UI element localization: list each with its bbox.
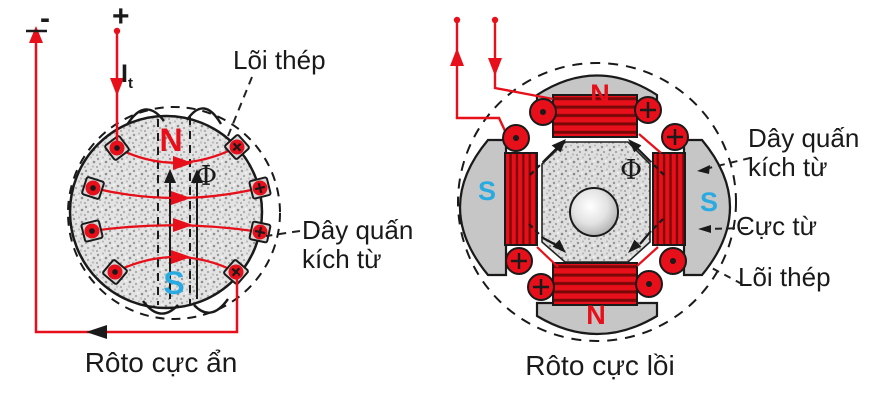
slot-conductors (80, 134, 272, 285)
field-current-label: It (121, 60, 133, 92)
conductor-in-icon (248, 176, 272, 200)
excitation-circuit (26, 26, 239, 339)
current-down-arrow (110, 78, 124, 96)
round-rotor-drawing (26, 26, 301, 339)
conductor-in-icon (505, 247, 533, 275)
conductor-out-icon (502, 124, 530, 152)
minus-terminal-label: - (40, 2, 50, 35)
coil-conductors (502, 96, 689, 301)
leader-lines (704, 157, 751, 285)
plus-terminal-label: + (112, 0, 130, 33)
rotor-core-circle (68, 114, 264, 310)
north-pole-bottom-label: N (586, 300, 606, 330)
pole-shoes (459, 74, 731, 336)
flux-axis-arrows (164, 169, 203, 299)
core-label: Lõi thép (233, 45, 326, 75)
leader-winding-label (265, 230, 301, 237)
pole-shoe-left (459, 138, 508, 277)
airgap-dashed-circle (457, 62, 737, 342)
conductor-out-icon (80, 219, 104, 243)
conductor-out-icon (81, 176, 105, 200)
leader-core-label (707, 265, 743, 285)
conductor-in-icon (527, 273, 555, 301)
pole-label: Cực từ (736, 211, 818, 241)
salient-rotor-caption: Rôto cực lồi (525, 350, 675, 381)
conductor-out-icon (529, 98, 557, 126)
current-left-arrow (86, 325, 107, 339)
pole-shoe-right (682, 138, 731, 277)
leader-arrowheads (697, 165, 711, 233)
coil-right (652, 152, 686, 246)
winding-label: Dây quấn kích từ (748, 124, 859, 182)
round-rotor-caption: Rôto cực ẩn (84, 347, 238, 378)
current-down-arrow (488, 58, 502, 76)
leader-core-label (227, 76, 253, 137)
flux-symbol: Φ (620, 155, 643, 186)
plus-terminal-dot (113, 27, 121, 35)
pole-shoe-bottom (535, 301, 659, 336)
field-coils (504, 94, 686, 306)
south-pole-label: S (163, 265, 185, 301)
conductor-in-icon (634, 96, 662, 124)
core-label: Lõi thép (738, 262, 831, 292)
conductor-out-icon (102, 259, 128, 285)
current-up-arrow (450, 48, 464, 66)
north-pole-label: N (159, 122, 183, 158)
conductor-out-icon (635, 270, 663, 298)
field-direction-arrowheads (171, 156, 193, 264)
winding-label-line1: Dây quấn (748, 123, 860, 153)
north-pole-top-label: N (590, 79, 610, 109)
salient-rotor-drawing (450, 16, 751, 342)
conductor-in-icon (661, 123, 689, 151)
end-turn-arcs (125, 107, 229, 315)
conductor-in-icon (223, 259, 249, 285)
conductor-out-icon (104, 135, 130, 161)
conductor-out-icon (659, 247, 687, 275)
flux-symbol: Φ (195, 161, 218, 192)
south-pole-left-label: S (477, 176, 497, 206)
leader-lines (227, 76, 301, 237)
conductor-in-icon (224, 134, 250, 160)
coil-left (504, 152, 538, 246)
winding-label: Dây quấn kích từ (302, 216, 413, 274)
current-return-up-arrow (29, 26, 43, 43)
south-pole-right-label: S (699, 187, 719, 217)
coil-bottom (552, 262, 638, 306)
conductor-in-icon (248, 220, 272, 244)
airgap-dashed-circle (67, 106, 281, 320)
winding-label-line1: Dây quấn (302, 215, 414, 245)
coil-link-wires (536, 133, 662, 268)
slot-dashed-lines (157, 117, 191, 306)
winding-label-line2: kích từ (748, 152, 828, 182)
winding-label-line2: kích từ (302, 244, 382, 274)
flux-arrows (528, 139, 665, 253)
shaft (569, 187, 619, 237)
